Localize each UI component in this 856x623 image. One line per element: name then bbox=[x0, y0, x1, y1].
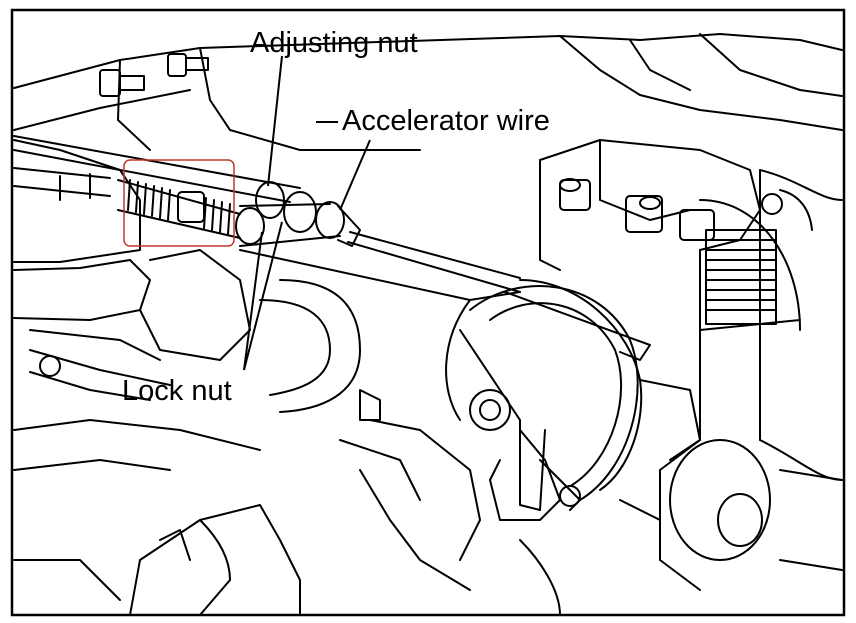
throttle-drum bbox=[445, 279, 651, 521]
leader-lines bbox=[243, 55, 371, 371]
threaded-rod bbox=[117, 179, 241, 239]
engine-linework bbox=[13, 33, 843, 616]
throttle-body bbox=[539, 139, 761, 471]
label-adjusting-nut: Adjusting nut bbox=[250, 27, 418, 59]
lower-right-parts bbox=[619, 439, 843, 591]
nut-assembly bbox=[235, 181, 361, 247]
highlight-box bbox=[123, 159, 235, 247]
intake-hose bbox=[699, 169, 843, 481]
outer-border bbox=[10, 8, 846, 617]
label-accelerator-wire: Accelerator wire bbox=[342, 105, 550, 137]
label-lock-nut: Lock nut bbox=[122, 375, 232, 407]
